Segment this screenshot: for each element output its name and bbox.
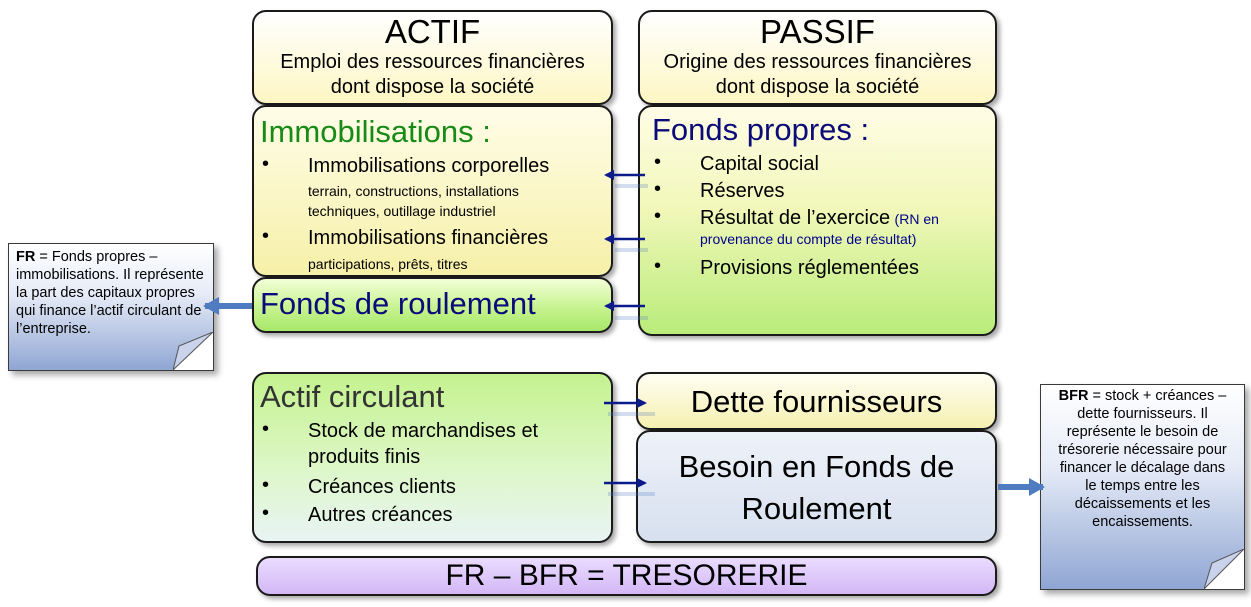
tresorerie-box: FR – BFR = TRESORERIE — [256, 556, 997, 596]
actif-circulant-box: Actif circulant • Stock de marchandises … — [252, 372, 613, 543]
fr-note: FR = Fonds propres – immobilisations. Il… — [8, 243, 214, 371]
bfr-title: Besoin en Fonds de Roulement — [678, 449, 955, 526]
item-label: Immobilisations corporelles — [308, 155, 550, 177]
passif-header-box: PASSIF Origine des ressources financière… — [638, 10, 997, 105]
list-item: • Résultat de l’exercice (RN en provenan… — [654, 205, 939, 247]
bfr-note-bold: BFR — [1058, 388, 1089, 404]
item-label: Réserves — [700, 180, 785, 202]
item-label: Capital social — [700, 153, 819, 175]
actif-header-box: ACTIF Emploi des ressources financières … — [252, 10, 613, 105]
list-item: • Capital social — [654, 151, 819, 175]
list-item: • Immobilisations corporelles terrain, c… — [258, 153, 608, 221]
fonds-propres-title: Fonds propres : — [652, 112, 870, 147]
item-label: Créances clients — [308, 476, 456, 498]
item-detail: (RN en provenance du compte de résultat) — [700, 211, 939, 247]
list-item: • Créances clients — [262, 474, 456, 498]
list-item: • Immobilisations financières participat… — [258, 225, 608, 274]
actif-title: ACTIF — [384, 13, 481, 50]
item-label: Provisions réglementées — [700, 257, 919, 279]
immobilisations-title: Immobilisations : — [260, 114, 491, 149]
item-detail: terrain, constructions, installations te… — [308, 183, 519, 219]
item-label: Immobilisations financières — [308, 227, 549, 249]
fonds-propres-box: Fonds propres : • Capital social • Réser… — [638, 105, 997, 336]
bfr-note: BFR = stock + créances – dette fournisse… — [1040, 384, 1245, 590]
list-item: • Provisions réglementées — [654, 255, 919, 279]
item-label: Stock de marchandises et produits finis — [308, 420, 539, 468]
actif-circulant-list: • Stock de marchandises et produits fini… — [258, 418, 608, 528]
actif-subtitle: Emploi des ressources financières dont d… — [280, 51, 585, 98]
immobilisations-list: • Immobilisations corporelles terrain, c… — [258, 153, 608, 274]
list-item: • Réserves — [654, 178, 785, 202]
fonds-propres-list: • Capital social • Réserves • Résultat d… — [650, 151, 995, 281]
bfr-note-text: = stock + créances – dette fournisseurs.… — [1058, 388, 1227, 530]
dette-fournisseurs-box: Dette fournisseurs — [636, 372, 997, 430]
passif-subtitle: Origine des ressources financières dont … — [663, 51, 972, 98]
bfr-box: Besoin en Fonds de Roulement — [636, 430, 997, 543]
tresorerie-formula: FR – BFR = TRESORERIE — [445, 559, 808, 592]
fonds-de-roulement-title: Fonds de roulement — [260, 286, 536, 321]
fr-note-text: = Fonds propres – immobilisations. Il re… — [16, 249, 204, 337]
immobilisations-box: Immobilisations : • Immobilisations corp… — [252, 105, 613, 277]
item-label: Résultat de l’exercice — [700, 207, 891, 229]
item-label: Autres créances — [308, 504, 453, 526]
actif-circulant-title: Actif circulant — [260, 379, 445, 414]
page-fold-icon — [1204, 549, 1244, 589]
passif-title: PASSIF — [760, 13, 875, 50]
list-item: • Stock de marchandises et produits fini… — [258, 418, 608, 474]
fonds-de-roulement-box: Fonds de roulement — [252, 277, 613, 333]
item-detail: participations, prêts, titres — [308, 256, 468, 272]
page-fold-icon — [173, 332, 213, 370]
dette-fournisseurs-title: Dette fournisseurs — [690, 384, 943, 419]
list-item: • Autres créances — [262, 502, 453, 526]
fr-note-bold: FR — [16, 249, 36, 265]
